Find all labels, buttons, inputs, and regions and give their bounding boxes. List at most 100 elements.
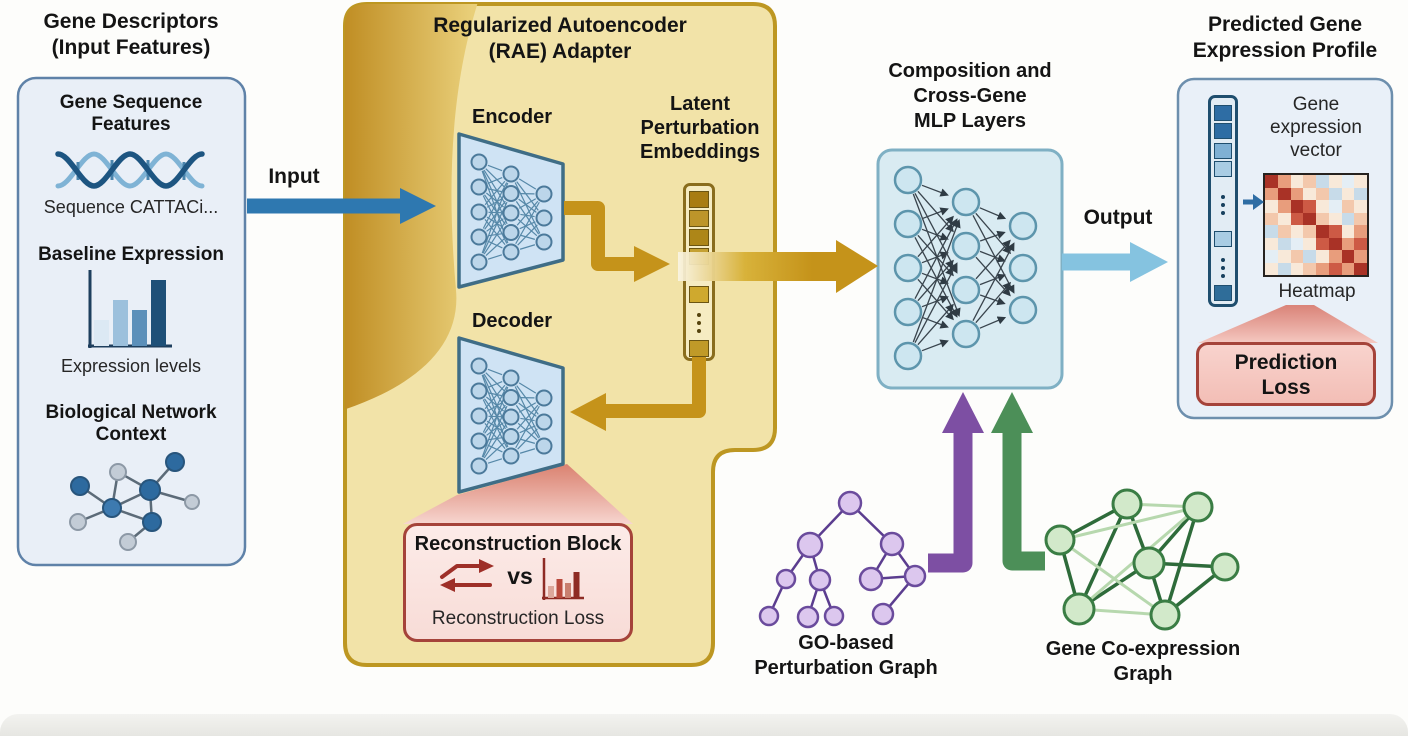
reconstruction-title: Reconstruction Block xyxy=(414,533,622,555)
heatmap-cell xyxy=(1290,262,1304,275)
heatmap-cell xyxy=(1316,212,1329,225)
heatmap-cell xyxy=(1265,212,1278,225)
heatmap-cell xyxy=(1316,200,1329,213)
embedding-square xyxy=(1214,123,1232,139)
embedding-square xyxy=(689,229,709,246)
embedding-square xyxy=(1214,285,1232,301)
heatmap-cell xyxy=(1290,225,1304,238)
heatmap-cell xyxy=(1328,237,1342,250)
decoder-network xyxy=(470,357,553,475)
heatmap-cell xyxy=(1303,187,1316,200)
reconstruction-block: Reconstruction Block vs Reconstruction L… xyxy=(403,523,633,642)
heatmap-cell xyxy=(1303,262,1316,275)
heatmap-cell xyxy=(1277,187,1291,200)
embedding-square xyxy=(689,248,709,265)
biological-network-title: Biological Network Context xyxy=(45,402,217,446)
heatmap-cell xyxy=(1265,250,1278,263)
heatmap-cell xyxy=(1290,237,1304,250)
bar-chart-icon xyxy=(88,270,172,348)
left-panel-title-line2: (Input Features) xyxy=(51,36,211,59)
go-graph-arrow xyxy=(928,392,984,573)
vs-label: vs xyxy=(507,563,533,589)
heatmap-cell xyxy=(1354,187,1367,200)
expression-levels-caption: Expression levels xyxy=(60,356,202,376)
embedding-square xyxy=(1214,231,1232,247)
embedding-square xyxy=(689,340,709,357)
gene-expression-vector-column xyxy=(1208,95,1238,307)
embedding-square xyxy=(689,286,709,303)
expression-heatmap xyxy=(1263,173,1369,277)
input-label: Input xyxy=(268,165,320,188)
heatmap-cell xyxy=(1354,262,1367,275)
gene-coexpression-graph xyxy=(1044,488,1240,631)
heatmap-cell xyxy=(1277,212,1291,225)
ellipsis-dots-icon xyxy=(1211,195,1235,215)
heatmap-cell xyxy=(1341,250,1355,263)
heatmap-cell xyxy=(1316,225,1329,238)
go-graph-label-line2: Perturbation Graph xyxy=(754,657,938,679)
heatmap-cell xyxy=(1277,250,1291,263)
heatmap-cell xyxy=(1316,237,1329,250)
heatmap-cell xyxy=(1265,262,1278,275)
heatmap-cell xyxy=(1277,200,1291,213)
heatmap-cell xyxy=(1277,262,1291,275)
go-perturbation-graph xyxy=(758,490,927,629)
heatmap-cell xyxy=(1354,237,1367,250)
dna-helix-icon xyxy=(55,151,205,189)
output-arrow xyxy=(1062,242,1168,282)
coexpr-graph-label-line2: Graph xyxy=(1113,663,1173,685)
heatmap-cell xyxy=(1290,212,1304,225)
heatmap-cell xyxy=(1341,175,1355,188)
heatmap-cell xyxy=(1316,187,1329,200)
prediction-loss-box: Prediction Loss xyxy=(1196,342,1376,406)
heatmap-cell xyxy=(1316,262,1329,275)
encoder-network xyxy=(470,153,553,271)
heatmap-cell xyxy=(1290,187,1304,200)
heatmap-cell xyxy=(1354,175,1367,188)
gene-descriptors-panel xyxy=(16,76,247,567)
heatmap-cell xyxy=(1303,175,1316,188)
heatmap-cell xyxy=(1316,250,1329,263)
heatmap-cell xyxy=(1354,200,1367,213)
heatmap-cell xyxy=(1354,212,1367,225)
heatmap-caption: Heatmap xyxy=(1278,281,1356,302)
heatmap-cell xyxy=(1328,200,1342,213)
heatmap-cell xyxy=(1277,237,1291,250)
encoder-to-latent-arrow xyxy=(564,201,670,282)
rae-title-line2: (RAE) Adapter xyxy=(488,40,632,63)
mlp-title-line3: MLP Layers xyxy=(914,110,1026,132)
heatmap-cell xyxy=(1341,187,1355,200)
heatmap-cell xyxy=(1341,200,1355,213)
mlp-title-line2: Cross-Gene xyxy=(913,85,1027,107)
baseline-expression-title: Baseline Expression xyxy=(38,244,224,265)
sequence-caption: Sequence CATTACi... xyxy=(43,197,219,217)
reconstruction-callout-funnel xyxy=(403,464,633,524)
encoder-trapezoid xyxy=(457,132,565,289)
mlp-title-line1: Composition and xyxy=(888,60,1052,82)
heatmap-cell xyxy=(1265,200,1278,213)
right-panel-title-line1: Predicted Gene xyxy=(1207,13,1363,36)
embedding-square xyxy=(689,191,709,208)
prediction-callout-funnel xyxy=(1198,305,1378,343)
mlp-network xyxy=(893,165,1038,371)
heatmap-cell xyxy=(1290,250,1304,263)
heatmap-cell xyxy=(1303,237,1316,250)
gene-expression-vector-caption: Gene expression vector xyxy=(1270,94,1362,161)
embedding-square xyxy=(1214,143,1232,159)
decoder-label: Decoder xyxy=(471,310,553,332)
vector-to-heatmap-arrow xyxy=(1243,194,1264,210)
heatmap-cell xyxy=(1290,200,1304,213)
heatmap-cell xyxy=(1341,225,1355,238)
heatmap-cell xyxy=(1303,200,1316,213)
coexpr-graph-label-line1: Gene Co-expression xyxy=(1045,638,1241,660)
rae-title-line1: Regularized Autoencoder xyxy=(433,14,687,37)
embedding-square xyxy=(689,210,709,227)
heatmap-cell xyxy=(1341,212,1355,225)
gene-sequence-title: Gene Sequence Features xyxy=(59,92,203,136)
heatmap-cell xyxy=(1277,225,1291,238)
latent-embeddings-label: Latent Perturbation Embeddings xyxy=(639,93,760,163)
heatmap-cell xyxy=(1354,225,1367,238)
heatmap-cell xyxy=(1328,175,1342,188)
prediction-loss-line1: Prediction xyxy=(1234,351,1338,374)
heatmap-cell xyxy=(1277,175,1291,188)
